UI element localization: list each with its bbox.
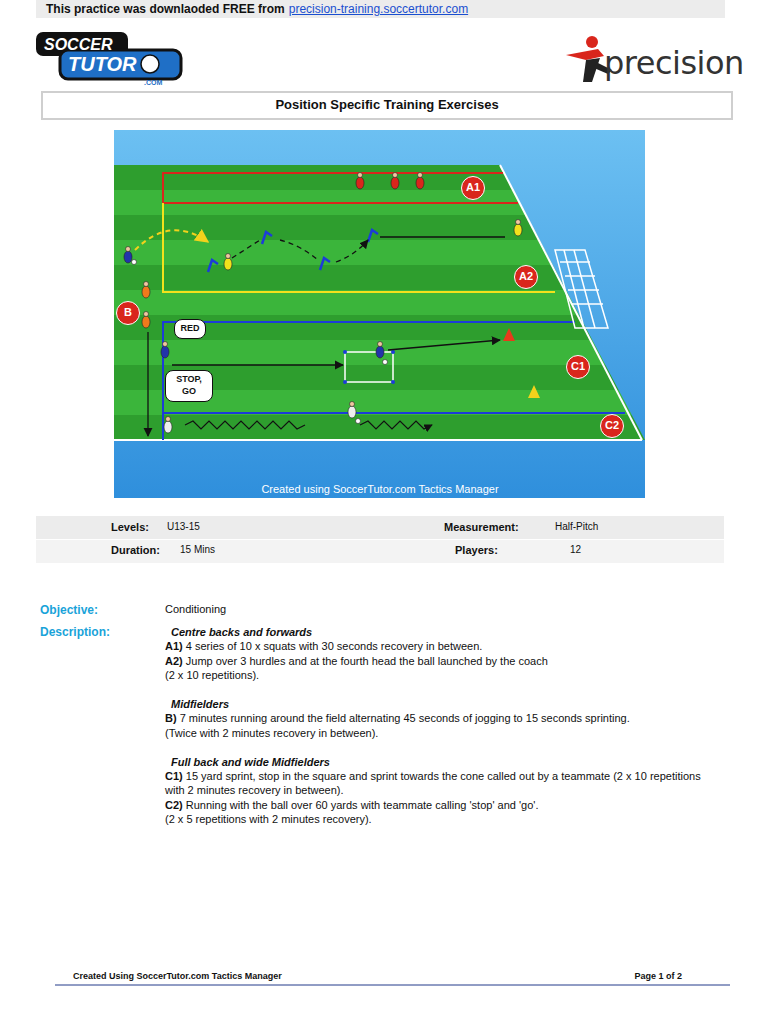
marker-label: B	[124, 306, 132, 319]
header-text: This practice was downlaoded FREE from	[46, 2, 285, 16]
description-line: A2) Jump over 3 hurdles and at the fourt…	[165, 654, 710, 668]
zone-marker: C2	[600, 414, 624, 438]
description-line: (2 x 5 repetitions with 2 minutes recove…	[165, 812, 710, 826]
marker-label: C1	[571, 360, 585, 373]
zone-marker: B	[116, 301, 140, 325]
logo-plate	[60, 50, 181, 79]
section-heading: Full back and wide Midfielders	[171, 756, 330, 768]
item-text: 7 minutes running around the field alter…	[180, 712, 630, 724]
zone-marker: C1	[566, 355, 590, 379]
item-text: (2 x 5 repetitions with 2 minutes recove…	[165, 813, 372, 825]
description-line: (2 x 10 repetitions).	[165, 668, 710, 682]
footer-text: Created Using SoccerTutor.com Tactics Ma…	[73, 971, 282, 982]
item-prefix: B)	[165, 712, 177, 724]
item-prefix: A2)	[165, 655, 183, 667]
speech-bubble: RED	[174, 319, 205, 339]
info-value: 12	[570, 544, 581, 556]
header-bar	[36, 0, 725, 18]
info-key: Players:	[455, 544, 498, 557]
footer-rule	[55, 985, 730, 986]
item-text: Jump over 3 hurdles and at the fourth he…	[186, 655, 548, 667]
bubble-text: RED	[180, 323, 199, 335]
description-line: (Twice with 2 minutes recovery in betwee…	[165, 726, 710, 740]
item-prefix: A1)	[165, 640, 183, 652]
description-line: Centre backs and forwards	[165, 625, 710, 639]
page-title: Position Specific Training Exercises	[275, 97, 498, 113]
item-prefix: C1)	[165, 770, 183, 782]
description-line: C2) Running with the ball over 60 yards …	[165, 798, 710, 812]
bubble-text: STOP, GO	[171, 374, 207, 397]
item-text: (Twice with 2 minutes recovery in betwee…	[165, 727, 378, 739]
logo-text: TUTOR	[68, 52, 137, 76]
section-heading: Centre backs and forwards	[171, 626, 312, 638]
info-value: Half-Pitch	[555, 521, 598, 533]
zone-marker: A1	[461, 176, 485, 200]
description-line: Midfielders	[165, 697, 710, 711]
info-band	[36, 516, 724, 539]
description-line: B) 7 minutes running around the field al…	[165, 711, 710, 725]
logo-text: .COM	[144, 79, 162, 87]
info-band	[36, 540, 724, 563]
item-text: Running with the ball over 60 yards with…	[186, 799, 539, 811]
logo-text: SOCCER	[44, 35, 112, 54]
marker-label: A2	[519, 270, 533, 283]
description-block: Centre backs and forwardsA1) 4 series of…	[165, 625, 710, 827]
title-box	[42, 92, 732, 119]
description-line: A1) 4 series of 10 x squats with 30 seco…	[165, 639, 710, 653]
section-heading: Midfielders	[171, 698, 229, 710]
info-key: Duration:	[111, 544, 160, 557]
spacer	[165, 683, 710, 697]
zone-marker: A2	[514, 265, 538, 289]
logo-text: precision	[604, 44, 744, 82]
info-key: Levels:	[111, 521, 149, 534]
field-key: Description:	[40, 625, 110, 639]
item-text: 15 yard sprint, stop in the square and s…	[165, 770, 701, 796]
field-value: Conditioning	[165, 603, 226, 616]
info-value: 15 Mins	[180, 544, 215, 556]
marker-label: C2	[605, 419, 619, 432]
item-prefix: C2)	[165, 799, 183, 811]
logo-ball	[141, 55, 159, 73]
marker-label: A1	[466, 181, 480, 194]
speech-bubble: STOP, GO	[165, 370, 213, 401]
item-text: (2 x 10 repetitions).	[165, 669, 259, 681]
pitch-credit: Created using SoccerTutor.com Tactics Ma…	[261, 483, 498, 496]
description-line: Full back and wide Midfielders	[165, 755, 710, 769]
info-key: Measurement:	[444, 521, 519, 534]
pitch-illustration	[114, 130, 645, 498]
footer-text: Page 1 of 2	[634, 971, 682, 982]
description-line: C1) 15 yard sprint, stop in the square a…	[165, 769, 710, 798]
spacer	[165, 740, 710, 754]
header-link: precision-training.soccertutor.com	[289, 2, 468, 16]
info-value: U13-15	[167, 521, 200, 533]
field-key: Objective:	[40, 603, 98, 617]
item-text: 4 series of 10 x squats with 30 seconds …	[186, 640, 483, 652]
